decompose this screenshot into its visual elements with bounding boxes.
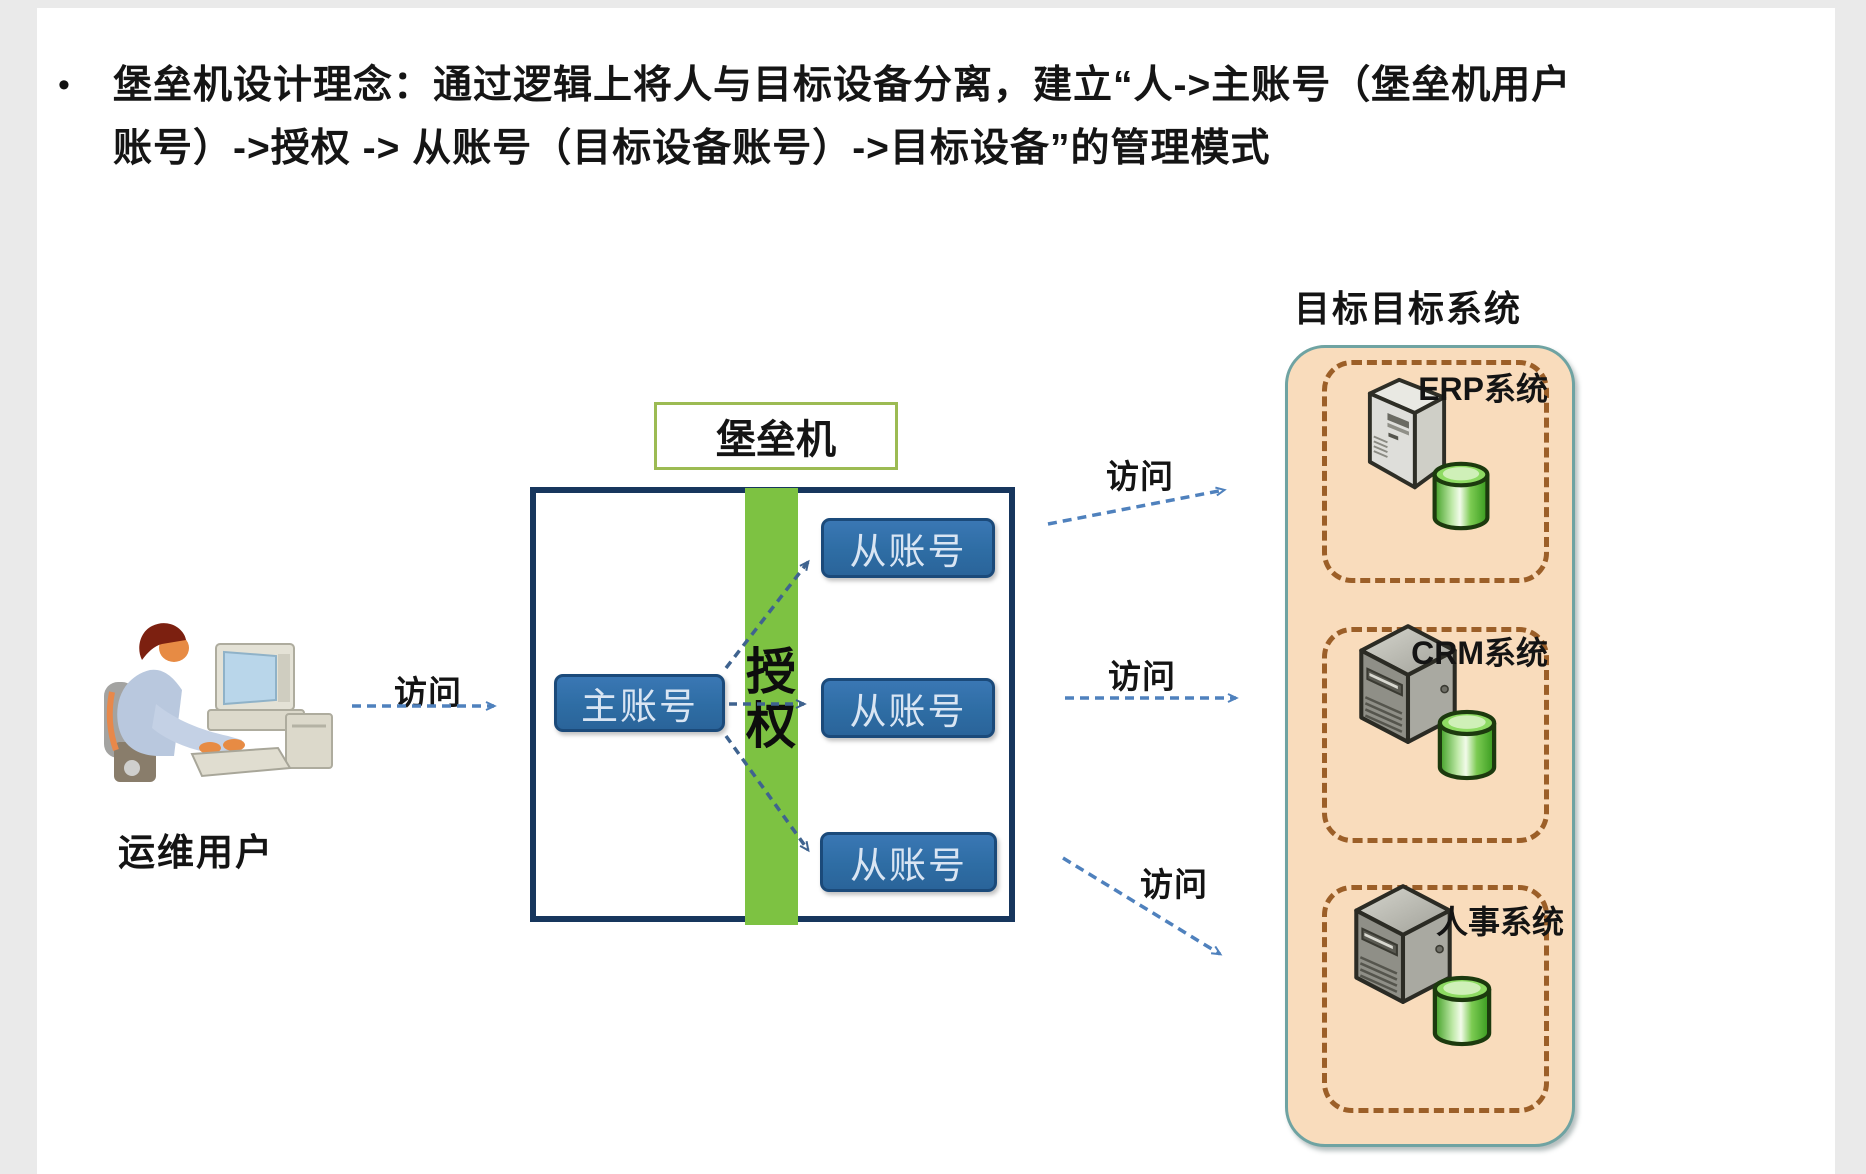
user-at-computer-icon [104,623,333,782]
bastion-title-box: 堡垒机 [654,402,898,470]
crm-database-icon [1440,712,1494,778]
target-systems-title: 目标目标系统 [1294,288,1523,329]
target-systems-container [1285,345,1575,1147]
access-label-hr: 访问 [1140,866,1208,903]
operator-user-label: 运维用户 [118,832,274,873]
bullet-block: • 堡垒机设计理念：通过逻辑上将人与目标设备分离，建立“人->主账号（堡垒机用户… [58,54,1618,180]
crm-system-label: CRM系统 [1411,635,1548,671]
bullet-text-line2: 账号）->授权 -> 从账号（目标设备账号）->目标设备”的管理模式 [113,127,1271,170]
access-label-crm: 访问 [1108,658,1176,695]
sub-account-box-1: 从账号 [821,518,995,578]
bullet-text-line1: 堡垒机设计理念：通过逻辑上将人与目标设备分离，建立“人->主账号（堡垒机用户 [113,64,1572,107]
authorization-bar [745,488,798,925]
sub-account-box-3: 从账号 [820,832,997,892]
erp-system-box [1322,360,1549,583]
erp-system-label: ERP系统 [1418,371,1548,407]
access-label-erp: 访问 [1106,458,1174,495]
erp-database-icon [1435,464,1488,528]
bullet-line-1: • 堡垒机设计理念：通过逻辑上将人与目标设备分离，建立“人->主账号（堡垒机用户 [58,54,1618,117]
main-account-box: 主账号 [554,674,725,732]
hr-database-icon [1435,978,1489,1044]
sub-account-box-2: 从账号 [821,678,995,738]
hr-system-label: 人事系统 [1435,904,1564,940]
bullet-dot: • [58,66,70,104]
access-label-user: 访问 [394,674,462,711]
bullet-line-2: 账号）->授权 -> 从账号（目标设备账号）->目标设备”的管理模式 [58,117,1618,180]
crm-system-box [1322,627,1549,843]
authorization-label: 授权 [739,645,795,753]
hr-system-box [1322,885,1549,1113]
